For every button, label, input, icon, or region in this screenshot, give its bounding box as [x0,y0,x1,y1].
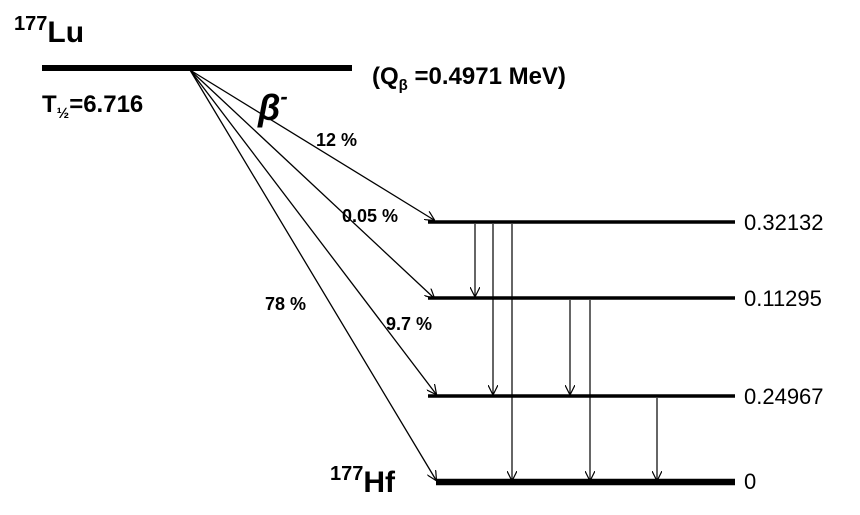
q-value-open: (Q [372,63,399,90]
beta-symbol: β [257,87,280,128]
branch-intensity-0: 12 % [316,130,357,150]
branch-intensity-1: 0.05 % [342,206,398,226]
beta-branch-arrow-0 [189,69,434,220]
half-life-value: =6.716 [69,91,143,118]
daughter-nucleus-label: 177Hf [330,463,396,499]
level-energy-1: 0.11295 [744,286,822,311]
half-life-label: T½=6.716 [42,91,143,122]
branch-intensity-3: 78 % [265,294,306,314]
beta-branch-arrow-2 [189,69,436,394]
level-energy-2: 0.24967 [744,384,824,409]
parent-element: Lu [47,16,84,49]
parent-nucleus-label: 177Lu [14,13,84,49]
q-value-subscript: β [399,77,408,94]
daughter-mass-number: 177 [330,463,363,485]
half-life-symbol: T [42,91,57,118]
beta-sign: - [280,84,287,109]
level-energy-ground: 0 [744,469,756,494]
half-life-subscript: ½ [57,105,70,122]
parent-mass-number: 177 [14,13,47,35]
daughter-element: Hf [363,466,396,499]
q-value-rest: =0.4971 MeV) [408,63,566,90]
level-energy-0: 0.32132 [744,210,824,235]
beta-minus-symbol: β- [257,84,288,128]
branch-intensity-2: 9.7 % [386,314,432,334]
beta-branch-arrow-1 [189,69,434,298]
q-value-label: (Qβ =0.4971 MeV) [372,63,566,94]
beta-branch-arrow-3 [189,69,436,480]
